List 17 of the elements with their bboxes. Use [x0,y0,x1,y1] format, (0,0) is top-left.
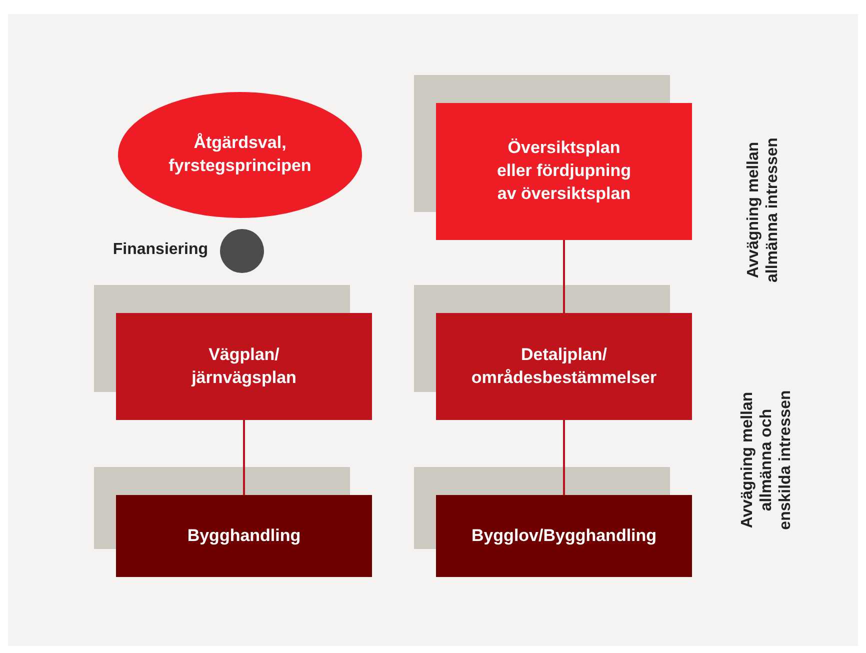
node-text: Bygghandling [187,524,301,547]
side-label: Finansiering [112,241,208,259]
connector-line [563,420,565,495]
plan-box [116,495,372,577]
connector-line [243,420,245,495]
plan-box [436,495,692,577]
plan-box [436,103,692,240]
rotated-note: Avvägning mellan allmänna intressen [744,136,782,284]
node-text: Översiktsplan eller fördjupning av översiktsplan [496,137,632,205]
node-text: Åtgärdsval, fyrstegsprincipen [168,132,312,177]
plan-box [436,313,692,420]
rotated-note: Avvägning mellan allmänna och enskilda intressen [738,389,796,532]
node-text: Bygglov/Bygghandling [471,524,657,547]
node-text: Vägplan/ järnvägsplan [190,344,298,389]
plan-box [116,313,372,420]
node-text: Detaljplan/ områdesbestämmelser [470,344,658,388]
connector-line [563,240,565,313]
